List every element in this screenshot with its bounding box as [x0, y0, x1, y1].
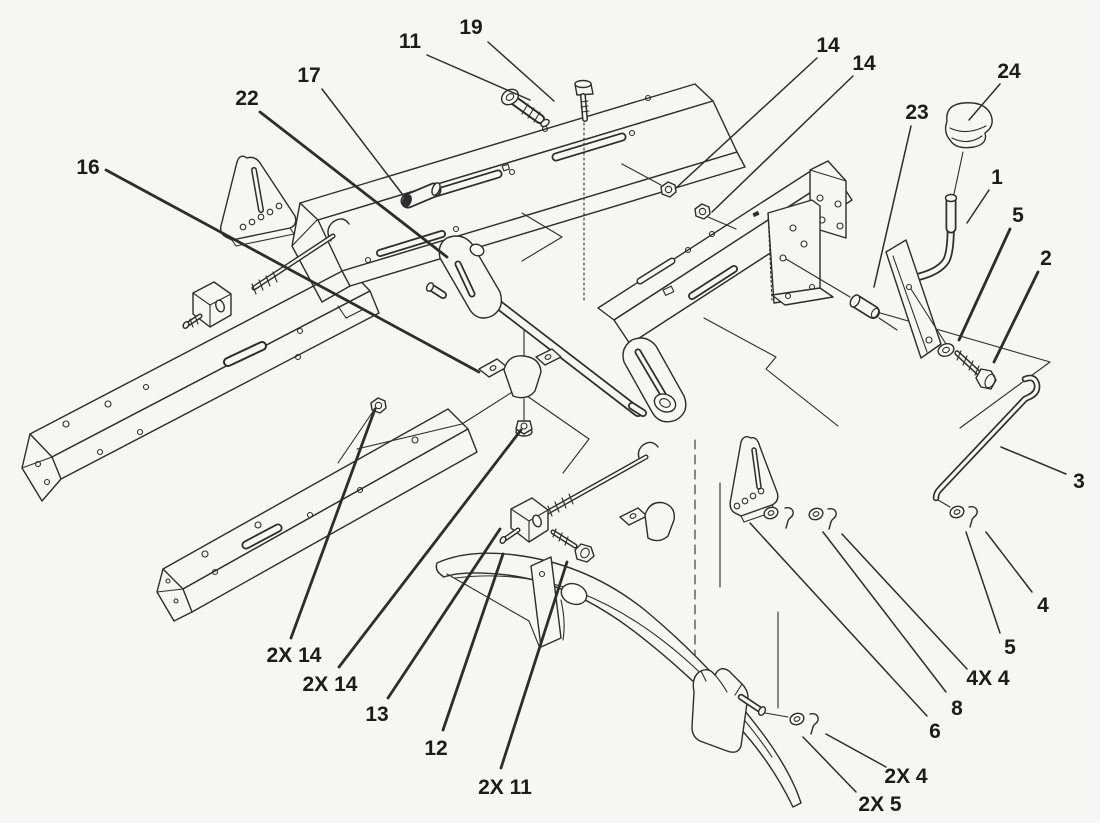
callout-leader-line	[985, 531, 1033, 593]
frame-rail-left-lower	[156, 408, 478, 622]
turnbuckle-link-center	[499, 441, 659, 544]
retaining-clip	[968, 505, 978, 528]
callout-label: 6	[929, 720, 941, 743]
callout-label: 4X 4	[966, 667, 1010, 690]
callout-label: 12	[424, 737, 447, 760]
washer	[763, 506, 779, 520]
callout-leader-line	[487, 41, 555, 102]
callout-label: 8	[951, 697, 963, 720]
callout-leader-line	[499, 560, 569, 770]
callout-label: 14	[852, 52, 876, 75]
callout-leader-line	[675, 57, 818, 189]
callout-label: 2	[1040, 247, 1052, 270]
callout-leader-line	[992, 270, 1040, 364]
callout-label: 11	[399, 30, 422, 53]
callout-leader-line	[1000, 446, 1067, 475]
callout-leader-line	[258, 110, 449, 259]
deck-lift-arm	[435, 552, 802, 808]
lift-rod	[932, 374, 1041, 508]
callout-leader-line	[337, 428, 523, 669]
washer	[937, 343, 955, 357]
saddle-clamp-front	[478, 329, 562, 421]
frame-rail-left-upper	[21, 267, 380, 502]
callout-label: 13	[365, 703, 388, 726]
hex-bolt-2x11	[550, 528, 595, 563]
callout-label: 3	[1073, 470, 1085, 493]
callout-label: 4	[1037, 594, 1049, 617]
lift-shaft	[490, 297, 643, 417]
callout-label: 2X 11	[478, 776, 532, 799]
callout-label: 22	[235, 87, 258, 110]
callout-leader-line	[968, 83, 1001, 121]
callout-label: 2X 14	[267, 644, 322, 667]
washer	[949, 505, 965, 519]
callout-leader-line	[749, 522, 928, 717]
callout-label: 5	[1004, 636, 1016, 659]
retaining-clip	[827, 507, 837, 530]
callout-leader-line	[321, 88, 407, 200]
callout-label: 23	[905, 101, 928, 124]
callout-label: 17	[297, 64, 320, 87]
callout-leader-line	[441, 552, 505, 732]
retaining-clip	[809, 712, 819, 735]
callout-leader-line	[711, 75, 854, 213]
callout-label: 24	[997, 60, 1021, 83]
washer	[789, 712, 805, 726]
callout-leader-line	[965, 531, 1001, 634]
turnbuckle-link-left	[182, 218, 350, 329]
callout-leader-line	[386, 527, 502, 700]
hoc-bracket-left	[219, 155, 297, 247]
callout-label: 16	[76, 156, 99, 179]
callout-label: 2X 14	[303, 673, 358, 696]
hoc-bracket-right	[729, 435, 779, 523]
callout-leader-line	[104, 168, 481, 374]
callout-label: 14	[816, 34, 840, 57]
saddle-clamp-rear	[619, 501, 675, 542]
shoulder-screw	[500, 88, 550, 128]
washer	[808, 507, 824, 521]
spacer	[849, 294, 880, 319]
callout-leader-line	[873, 125, 912, 288]
lift-cam-arm-right	[622, 337, 687, 423]
hex-bolt	[954, 350, 997, 390]
callout-label: 2X 5	[858, 793, 902, 816]
spacer-bushing	[400, 182, 442, 209]
callout-leader-line	[822, 531, 947, 693]
callout-label: 5	[1012, 204, 1024, 227]
hex-nut	[621, 163, 677, 198]
front-mount-bracket	[691, 668, 789, 753]
callout-label: 2X 4	[884, 765, 928, 788]
callout-leader-line	[289, 407, 377, 640]
callout-label: 19	[459, 16, 482, 39]
callout-leader-line	[802, 736, 857, 793]
hex-nut	[694, 203, 737, 230]
flange-bolt	[574, 79, 594, 303]
callout-leader-line	[825, 733, 887, 768]
callout-leader-line	[841, 533, 968, 670]
callout-leader-line	[957, 227, 1012, 342]
height-of-cut-lever	[885, 102, 993, 359]
lift-cam-arm-left	[425, 235, 503, 319]
retaining-clip	[784, 506, 794, 529]
pivot-bracket	[767, 199, 898, 331]
callout-leader-line	[966, 189, 990, 224]
lever-knob	[944, 102, 993, 149]
callout-label: 1	[991, 166, 1003, 189]
callout-leader-line	[426, 54, 531, 101]
